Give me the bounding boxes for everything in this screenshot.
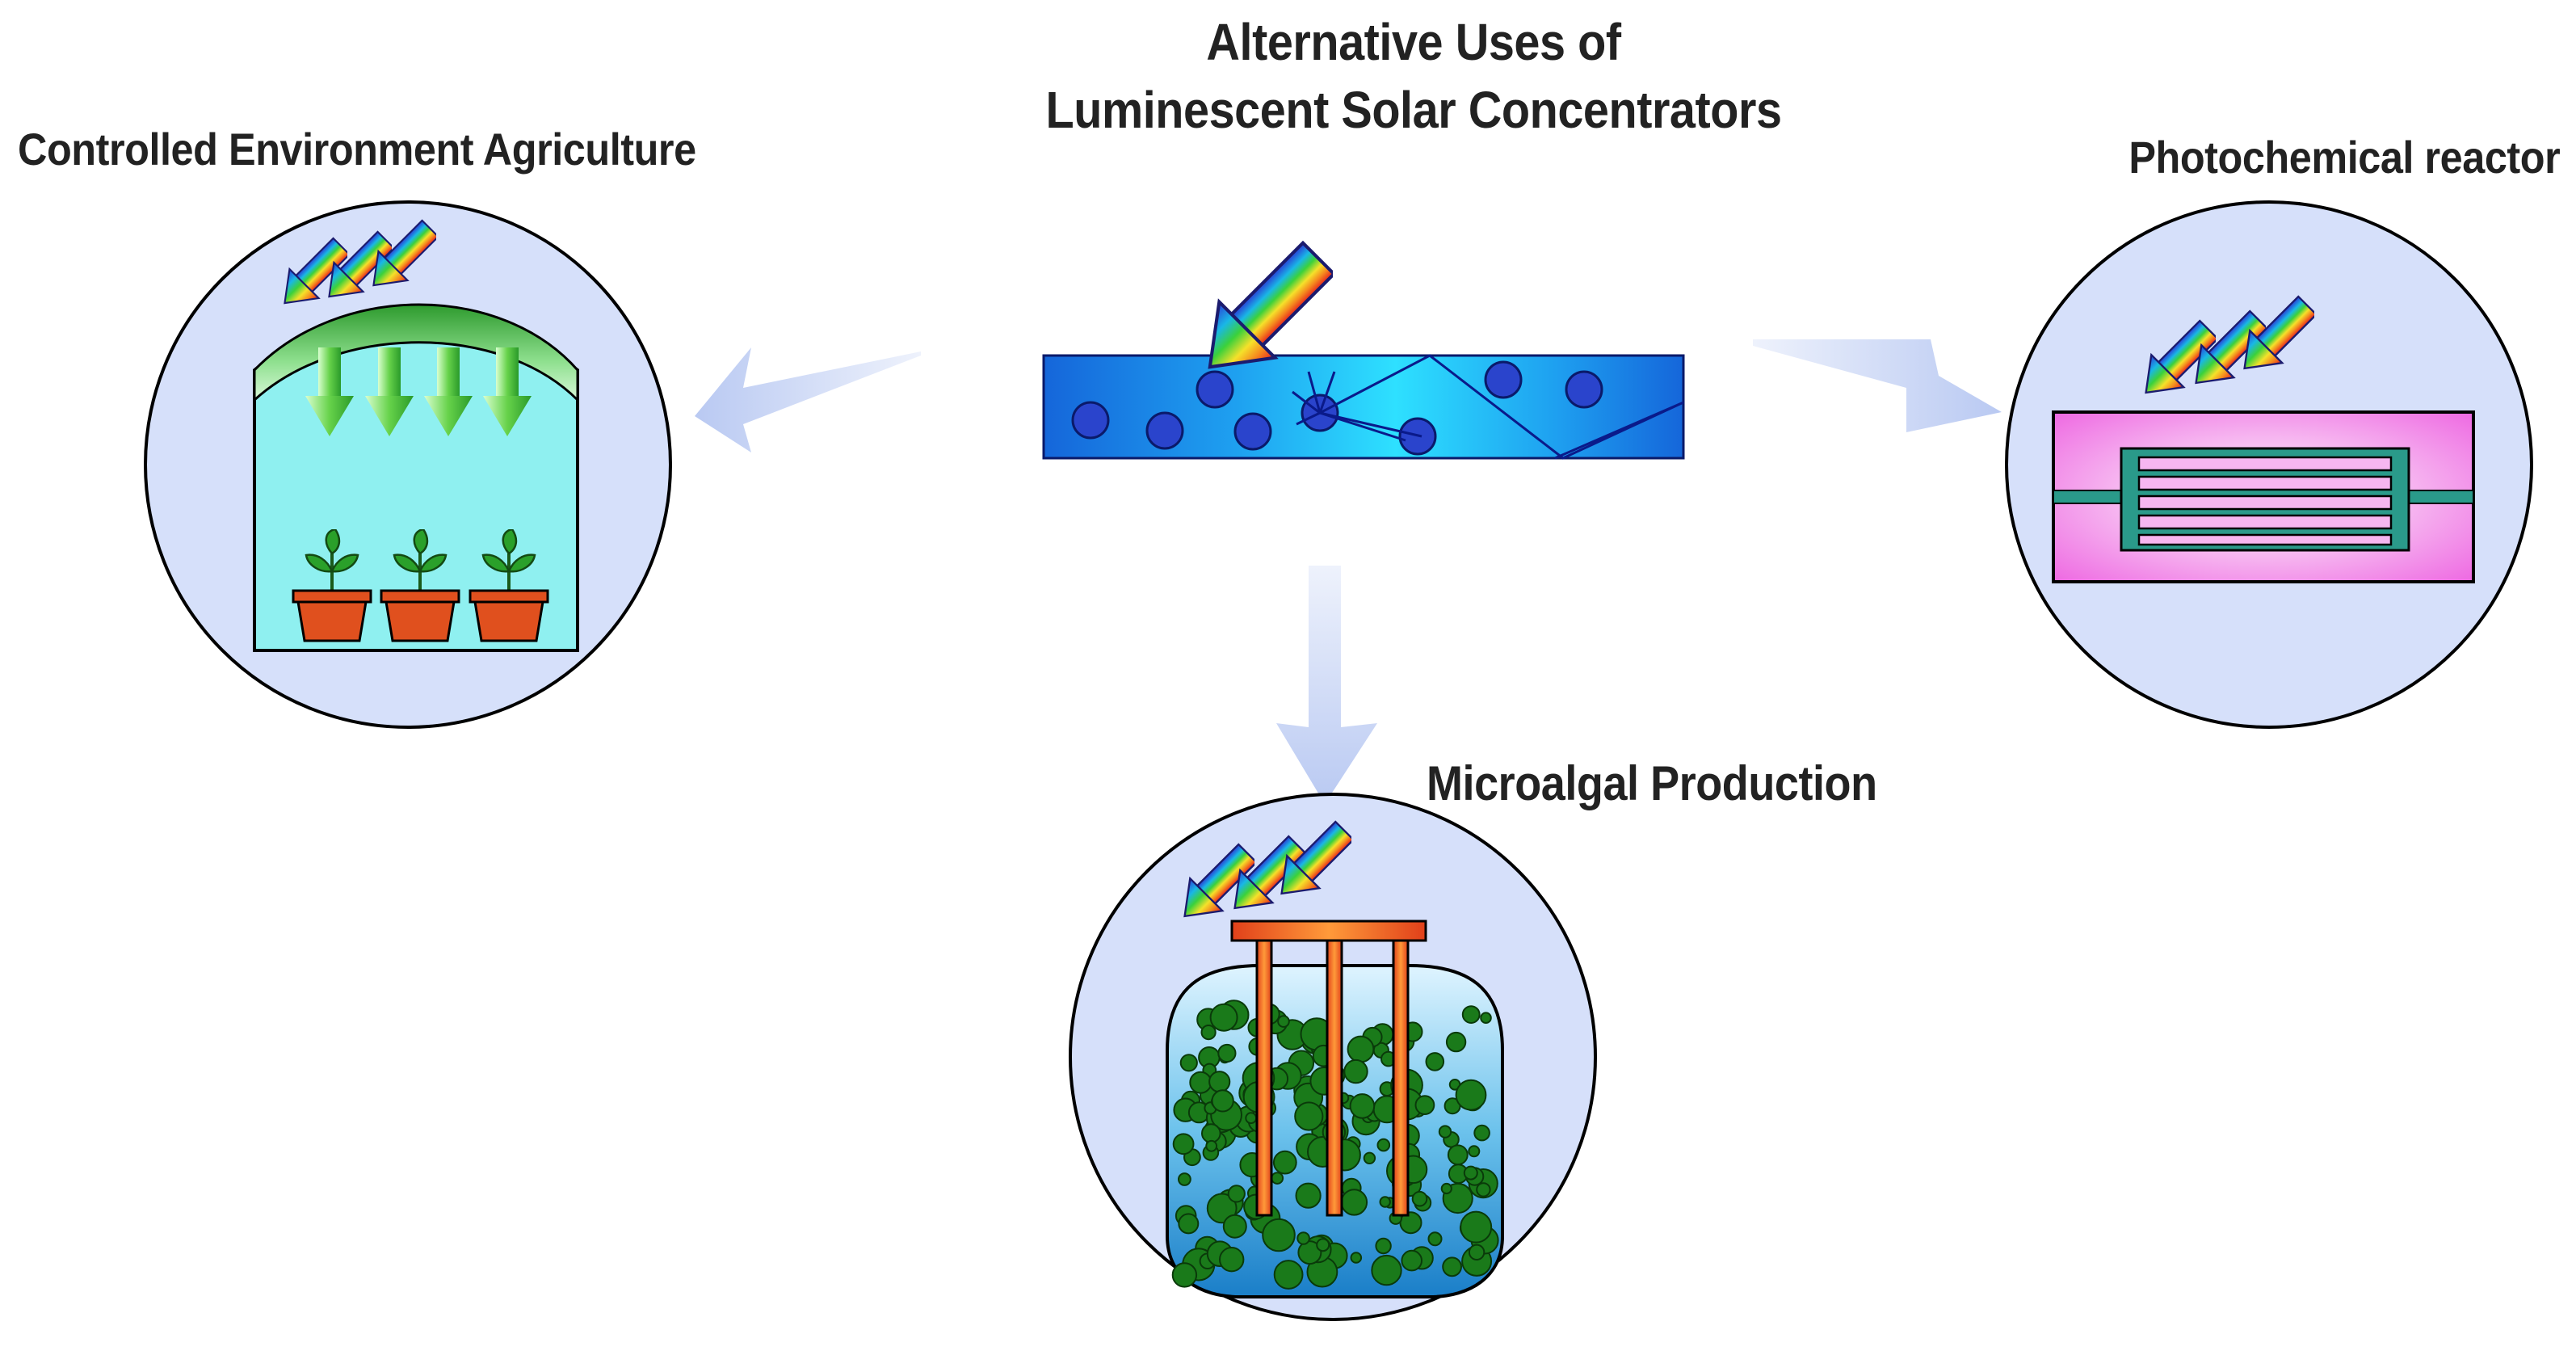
algae-cell — [1438, 1125, 1452, 1138]
algae-cell — [1343, 1058, 1368, 1084]
algae-cell — [1316, 1238, 1330, 1252]
title-line-1: Alternative Uses of — [1206, 13, 1621, 71]
arrow-to-reactor — [1753, 339, 2002, 432]
algae-cell — [1414, 1095, 1435, 1115]
algae-cell — [1208, 1071, 1231, 1093]
algae-cell — [1442, 1256, 1462, 1277]
algae-cell — [1273, 1260, 1304, 1290]
algae-cell — [1349, 1093, 1376, 1119]
algae-cell — [1460, 1210, 1493, 1244]
algae-cell — [1171, 1262, 1198, 1288]
algae-cell — [1200, 1025, 1217, 1041]
algae-cell — [1375, 1237, 1392, 1255]
algae-cell — [1350, 1252, 1363, 1264]
light-guide-tubes — [1230, 920, 1427, 1217]
algae-cell — [1211, 1089, 1234, 1113]
algae-cell — [1209, 1003, 1238, 1032]
label-agriculture: Controlled Environment Agriculture — [18, 124, 696, 175]
algae-cell — [1363, 1151, 1376, 1165]
algae-cell — [1427, 1231, 1443, 1247]
algae-cell — [1340, 1189, 1368, 1216]
label-photoreactor: Photochemical reactor — [2128, 132, 2560, 183]
diagram-title: Alternative Uses of Luminescent Solar Co… — [941, 8, 1886, 144]
algae-cell — [1476, 1182, 1491, 1197]
lsc-slab — [1042, 230, 1685, 460]
algae-cell — [1172, 1133, 1195, 1155]
algae-cell — [1473, 1124, 1490, 1142]
algae-cell — [1447, 1144, 1469, 1166]
algae-cell — [1461, 1005, 1481, 1024]
algae-cell — [1468, 1145, 1481, 1158]
algae-cell — [1262, 1218, 1296, 1252]
algae-cell — [1297, 1240, 1322, 1265]
panel-microalgae — [1069, 793, 1597, 1321]
algae-cell — [1296, 1231, 1310, 1245]
algae-cell — [1272, 1150, 1297, 1175]
algae-cell — [1201, 1123, 1221, 1143]
algae-cell — [1455, 1079, 1487, 1111]
algae-cell — [1463, 1165, 1478, 1181]
algae-cell — [1371, 1254, 1402, 1286]
algae-cell — [1178, 1213, 1200, 1235]
algae-cell — [1217, 1043, 1237, 1063]
light-paths — [1292, 354, 1684, 460]
algae-cell — [1379, 1196, 1391, 1208]
algae-cell — [1440, 1182, 1452, 1195]
algae-cell — [1295, 1182, 1322, 1209]
algae-cell — [1347, 1035, 1375, 1063]
algae-cell — [1219, 1247, 1245, 1273]
reactor-channels — [2137, 456, 2393, 546]
algae-cell — [1425, 1052, 1445, 1071]
algae-cell — [1401, 1249, 1422, 1272]
algae-cell — [1189, 1071, 1212, 1094]
algae-cell — [1480, 1012, 1492, 1024]
algae-cell — [1222, 1214, 1247, 1239]
algae-cell — [1277, 1015, 1290, 1028]
algae-cell — [1205, 1139, 1218, 1152]
algae-cell — [1178, 1172, 1191, 1186]
title-line-2: Luminescent Solar Concentrators — [1045, 81, 1782, 139]
arrow-to-microalgae — [1276, 566, 1377, 804]
algae-cell — [1179, 1054, 1198, 1072]
panel-agriculture — [144, 200, 672, 729]
algae-cell — [1445, 1031, 1467, 1053]
arrow-to-agriculture — [695, 347, 921, 452]
label-microalgae: Microalgal Production — [1427, 756, 1877, 810]
algae-cell — [1294, 1101, 1324, 1131]
algae-cell — [1206, 1193, 1238, 1224]
algae-cell — [1271, 1172, 1284, 1185]
algae-cell — [1245, 1112, 1258, 1125]
panel-photoreactor — [2005, 200, 2533, 729]
algae-cell — [1468, 1244, 1486, 1261]
algae-cell — [1376, 1138, 1391, 1152]
algae-cell — [1227, 1185, 1246, 1203]
algae-cell — [1411, 1190, 1428, 1207]
